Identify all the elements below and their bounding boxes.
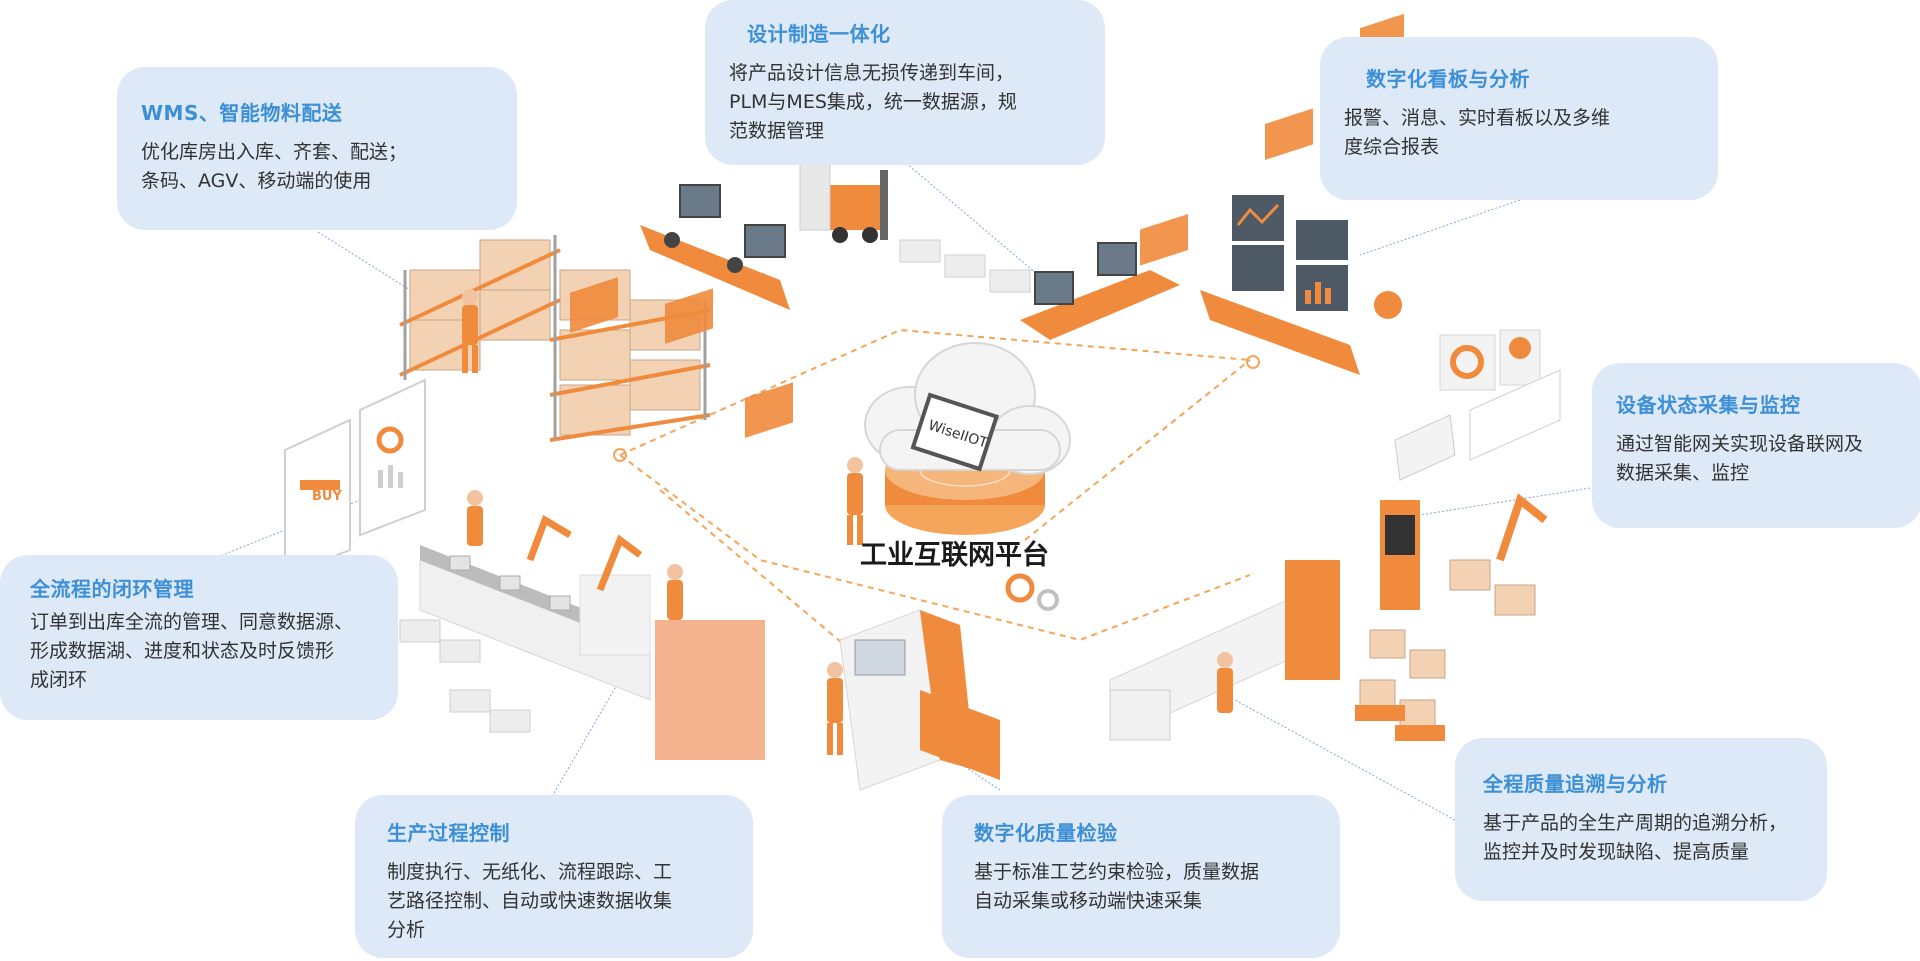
card-quality-trace: 全程质量追溯与分析 基于产品的全生产周期的追溯分析， 监控并及时发现缺陷、提高质… — [1455, 738, 1827, 901]
card-kanban: 数字化看板与分析 报警、消息、实时看板以及多维 度综合报表 — [1320, 37, 1718, 200]
card-description: 制度执行、无纸化、流程跟踪、工 艺路径控制、自动或快速数据收集 分析 — [387, 861, 673, 941]
card-quality-inspect: 数字化质量检验 基于标准工艺约束检验，质量数据 自动采集或移动端快速采集 — [942, 795, 1340, 958]
card-title: 全流程的闭环管理 — [30, 577, 194, 601]
card-description: 将产品设计信息无损传递到车间， PLM与MES集成，统一数据源，规 范数据管理 — [729, 62, 1017, 142]
card-description: 通过智能网关实现设备联网及 数据采集、监控 — [1616, 433, 1864, 484]
platform-title: 工业互联网平台 — [860, 540, 1049, 571]
warehouse-shelves — [399, 235, 711, 442]
card-title: 数字化看板与分析 — [1366, 67, 1530, 91]
device-monitor-props — [1394, 329, 1561, 481]
card-closed-loop: 全流程的闭环管理 订单到出库全流的管理、同意数据源、 形成数据湖、进度和状态及时… — [0, 555, 398, 720]
card-title: 数字化质量检验 — [974, 821, 1118, 845]
card-device: 设备状态采集与监控 通过智能网关实现设备联网及 数据采集、监控 — [1592, 363, 1920, 528]
design-office — [640, 149, 1031, 310]
card-description: 优化库房出入库、齐套、配送； 条码、AGV、移动端的使用 — [141, 141, 408, 192]
dashed-network — [619, 328, 1251, 701]
card-wms: WMS、智能物料配送 优化库房出入库、齐套、配送； 条码、AGV、移动端的使用 — [117, 67, 517, 230]
kanban-room — [1020, 195, 1402, 375]
card-title: 全程质量追溯与分析 — [1483, 772, 1668, 796]
buy-sign: BUY — [312, 489, 342, 504]
process-boards: BUY — [284, 378, 426, 577]
quality-trace-area — [1109, 13, 1548, 741]
inspection-station — [827, 609, 1000, 791]
card-title: 设计制造一体化 — [747, 22, 891, 46]
card-description: 基于标准工艺约束检验，质量数据 自动采集或移动端快速采集 — [974, 861, 1260, 912]
card-title: 生产过程控制 — [387, 821, 510, 845]
card-production: 生产过程控制 制度执行、无纸化、流程跟踪、工 艺路径控制、自动或快速数据收集 分… — [355, 795, 753, 958]
cloud-platform: WiseIIOT — [847, 342, 1071, 611]
card-description: 报警、消息、实时看板以及多维 度综合报表 — [1344, 107, 1611, 158]
card-title: WMS、智能物料配送 — [141, 101, 343, 125]
production-line — [399, 277, 793, 760]
card-design: 设计制造一体化 将产品设计信息无损传递到车间， PLM与MES集成，统一数据源，… — [705, 0, 1105, 165]
card-description: 基于产品的全生产周期的追溯分析， 监控并及时发现缺陷、提高质量 — [1483, 812, 1788, 863]
card-title: 设备状态采集与监控 — [1616, 393, 1801, 417]
card-description: 订单到出库全流的管理、同意数据源、 形成数据湖、进度和状态及时反馈形 成闭环 — [30, 611, 354, 691]
